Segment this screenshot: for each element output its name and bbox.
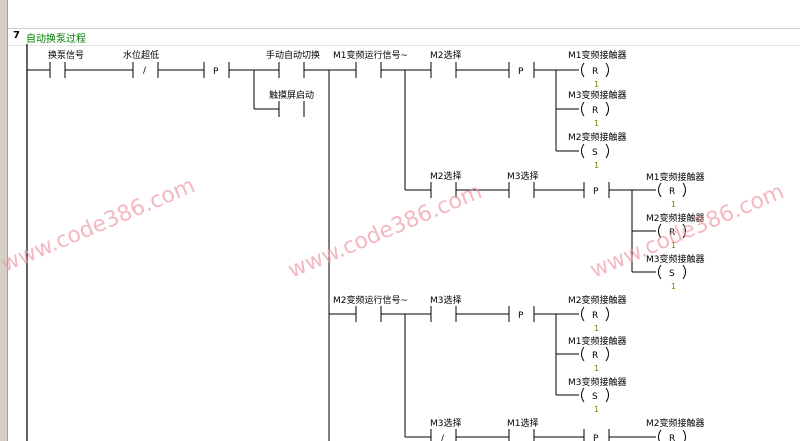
coil-label: M3变频接触器 (646, 253, 705, 265)
contact-label: 换泵信号 (48, 49, 84, 61)
coil-count: 1 (671, 200, 676, 209)
contact-label: M2选择 (430, 170, 462, 182)
contact-water-low[interactable]: / 水位超低 (123, 49, 159, 78)
coil-label: M2变频接触器 (568, 294, 627, 306)
coil-op: S (592, 392, 598, 402)
coil-m2-vfd-reset-1[interactable]: M2变频接触器 R 1 (646, 212, 705, 250)
network-header[interactable]: 7 自动换泵过程 (8, 28, 800, 46)
coil-op: R (592, 106, 598, 116)
pos-edge-symbol: P (518, 311, 524, 321)
coil-op: S (592, 148, 598, 158)
pos-edge-1[interactable]: P (203, 62, 230, 78)
coil-m2-vfd-reset-3[interactable]: M2变频接触器 R (646, 417, 705, 441)
coil-label: M2变频接触器 (646, 212, 705, 224)
contact-label: M1选择 (507, 417, 539, 429)
watermark-1: www.code386.com (0, 173, 199, 277)
coil-count: 1 (671, 282, 676, 291)
contact-swap-signal[interactable]: 换泵信号 (48, 49, 84, 78)
coil-label: M1变频接触器 (568, 335, 627, 347)
contact-label: 水位超低 (123, 49, 159, 61)
coil-label: M1变频接触器 (568, 49, 627, 61)
pos-edge-symbol: P (213, 67, 219, 77)
contact-manual-auto[interactable]: 手动自动切换 (266, 49, 320, 78)
coil-op: R (592, 311, 598, 321)
contact-m1-select[interactable]: M1选择 (507, 417, 539, 441)
pos-edge-4[interactable]: P (508, 306, 535, 322)
contact-label: M2选择 (430, 49, 462, 61)
coil-op: R (592, 351, 598, 361)
pos-edge-2[interactable]: P (508, 62, 535, 78)
negate-symbol: / (441, 434, 445, 441)
contact-m3-select-3[interactable]: / M3选择 (430, 417, 462, 441)
pos-edge-symbol: P (518, 67, 524, 77)
coil-op: R (592, 67, 598, 77)
coil-label: M2变频接触器 (568, 131, 627, 143)
coil-m2-vfd-set-1[interactable]: M2变频接触器 S 1 (568, 131, 627, 170)
pos-edge-symbol: P (593, 187, 599, 197)
coil-count: 1 (594, 364, 599, 373)
coil-m3-vfd-reset-1[interactable]: M3变频接触器 R 1 (568, 89, 627, 128)
contact-m3-select-2[interactable]: M3选择 (430, 294, 462, 322)
contact-touch-start[interactable]: 触摸屏启动 (269, 89, 314, 117)
coil-count: 1 (671, 241, 676, 250)
coil-count: 1 (594, 405, 599, 414)
pos-edge-3[interactable]: P (583, 182, 610, 198)
pos-edge-5[interactable]: P (583, 429, 610, 441)
coil-label: M3变频接触器 (568, 376, 627, 388)
contact-label: M1变频运行信号~ (333, 49, 408, 61)
coil-m1-vfd-reset-3[interactable]: M1变频接触器 R 1 (568, 335, 627, 373)
coil-m1-vfd-reset-2[interactable]: M1变频接触器 R 1 (646, 171, 705, 209)
coil-op: R (669, 434, 675, 441)
contact-label: 手动自动切换 (266, 49, 320, 61)
contact-m2-select-1[interactable]: M2选择 (430, 49, 462, 78)
coil-m1-vfd-reset-1[interactable]: M1变频接触器 R 1 (568, 49, 627, 89)
coil-count: 1 (594, 324, 599, 333)
contact-m3-select-1[interactable]: M3选择 (507, 170, 539, 198)
coil-count: 1 (594, 119, 599, 128)
watermark-2: www.code386.com (285, 179, 486, 283)
coil-label: M1变频接触器 (646, 171, 705, 183)
network-number: 7 (13, 30, 20, 41)
contact-m1-run[interactable]: M1变频运行信号~ (333, 49, 408, 78)
pos-edge-symbol: P (593, 434, 599, 441)
contact-label: M3选择 (507, 170, 539, 182)
coil-op: R (669, 187, 675, 197)
contact-m2-select-2[interactable]: M2选择 (430, 170, 462, 198)
coil-op: S (669, 269, 675, 279)
left-gutter (0, 0, 8, 441)
coil-label: M2变频接触器 (646, 417, 705, 429)
coil-count: 1 (594, 80, 599, 89)
contact-label: M2变频运行信号~ (333, 294, 408, 306)
contact-m2-run[interactable]: M2变频运行信号~ (333, 294, 408, 322)
negate-symbol: / (143, 66, 147, 76)
network-title[interactable]: 自动换泵过程 (26, 34, 86, 45)
watermark-3: www.code386.com (587, 179, 788, 283)
contact-label: 触摸屏启动 (269, 89, 314, 101)
coil-m3-vfd-set-1[interactable]: M3变频接触器 S 1 (646, 253, 705, 291)
coil-label: M3变频接触器 (568, 89, 627, 101)
contact-label: M3选择 (430, 417, 462, 429)
contact-label: M3选择 (430, 294, 462, 306)
coil-m2-vfd-reset-2[interactable]: M2变频接触器 R 1 (568, 294, 627, 333)
coil-op: R (669, 228, 675, 238)
coil-m3-vfd-set-2[interactable]: M3变频接触器 S 1 (568, 376, 627, 414)
wires (27, 69, 656, 441)
coil-count: 1 (594, 161, 599, 170)
